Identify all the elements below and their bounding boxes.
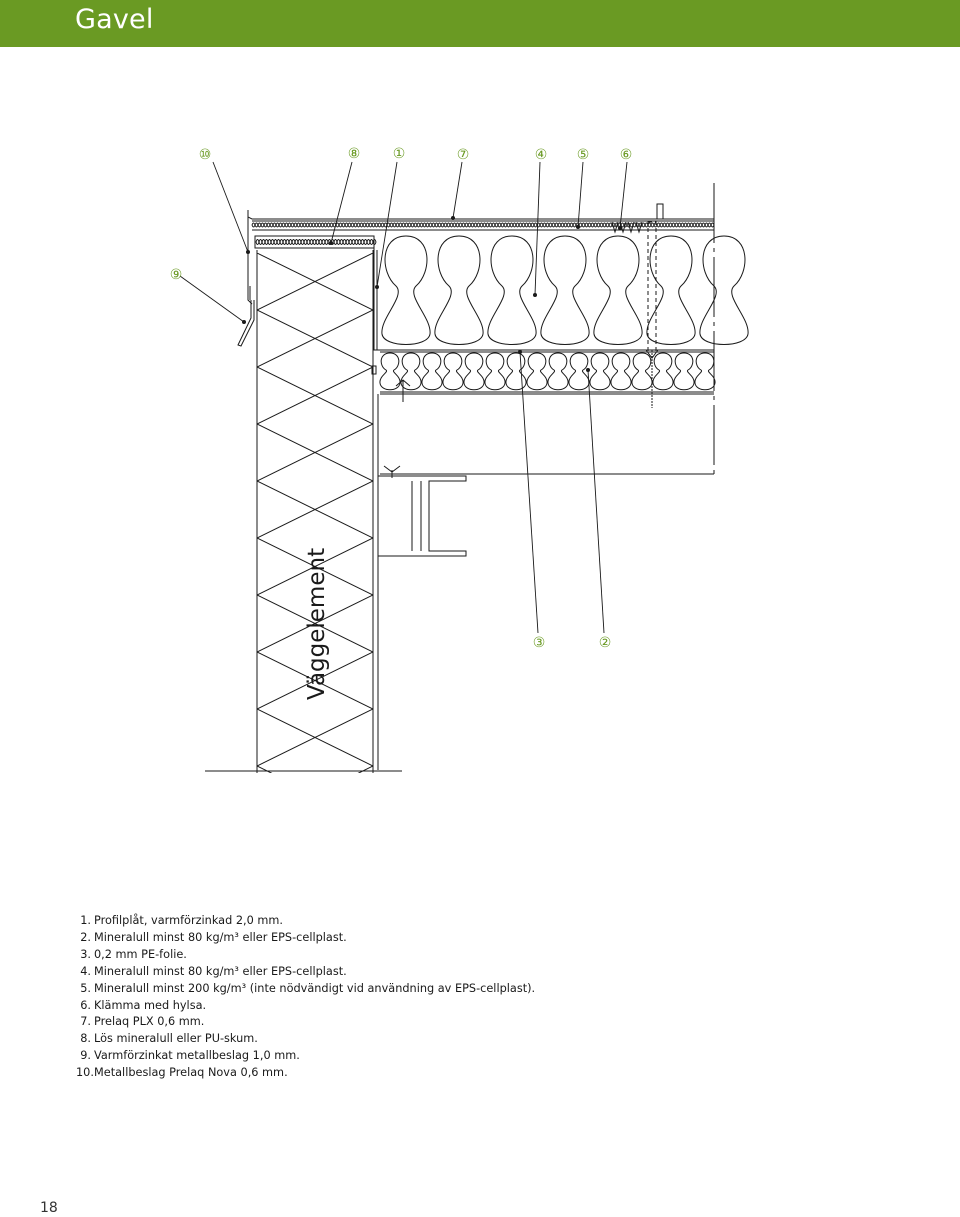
wool-bulb (505, 352, 527, 391)
leader-dots (242, 216, 622, 372)
wool-bulb (526, 352, 548, 391)
legend-item: 3.0,2 mm PE-folie. (80, 947, 187, 961)
wool-bulb (652, 352, 674, 391)
page-header: Gavel (0, 0, 960, 47)
wool-bulb (631, 352, 653, 391)
clamp-teeth (611, 221, 643, 234)
big-wool-insulation (381, 235, 749, 345)
legend-item: 7.Prelaq PLX 0,6 mm. (80, 1015, 205, 1029)
wool-bulb (646, 235, 696, 345)
anchor-mark (383, 465, 401, 478)
legend-item: 10.Metallbeslag Prelaq Nova 0,6 mm. (76, 1066, 288, 1080)
zigzag-hatch (257, 253, 373, 773)
top-sheet-line (247, 210, 714, 220)
technical-drawing: ⑩ ⑧ ① ⑦ ④ ⑤ ⑥ ⑨ ③ ② Väggelement (170, 146, 749, 773)
callout-1: ① (393, 146, 406, 162)
legend-item: 1.Profilplåt, varmförzinkad 2,0 mm. (80, 914, 284, 927)
wool-bulb (699, 235, 749, 345)
wool-bulb (463, 352, 485, 391)
callout-8: ⑧ (348, 146, 361, 162)
legend-item: 8.Lös mineralull eller PU-skum. (80, 1032, 258, 1046)
wool-bulb (547, 352, 569, 391)
legend-item: 6.Klämma med hylsa. (80, 998, 207, 1012)
wool-bulb (568, 352, 590, 391)
wall-label: Väggelement (304, 548, 330, 700)
wool-bulb (434, 235, 484, 345)
wool-bulb (694, 352, 716, 391)
clamp-sleeve (647, 221, 657, 353)
zigzag-hatch (257, 253, 373, 773)
page-title: Gavel (75, 4, 154, 35)
wool-bulb (610, 352, 632, 391)
small-wool-insulation (379, 352, 716, 391)
callout-2: ② (599, 635, 612, 651)
wool-bulb (589, 352, 611, 391)
anchor-mark (395, 379, 411, 402)
sheet-fixing (371, 365, 377, 375)
legend-item: 4.Mineralull minst 80 kg/m³ eller EPS-ce… (80, 964, 347, 978)
callout-5: ⑤ (577, 147, 590, 163)
legend-item: 9.Varmförzinkat metallbeslag 1,0 mm. (80, 1049, 300, 1063)
wool-bulb (381, 235, 431, 345)
wool-bulb (442, 352, 464, 391)
wool-bulb (540, 235, 590, 345)
wool-bulb (379, 352, 401, 391)
legend-item: 2.Mineralull minst 80 kg/m³ eller EPS-ce… (80, 930, 347, 944)
profiled-sheet (373, 248, 714, 351)
callout-4: ④ (535, 147, 548, 163)
leader-lines (179, 161, 628, 634)
wave-hatch (255, 239, 377, 245)
wall-zigzag-insulation (257, 253, 373, 773)
wool-bulb (484, 352, 506, 391)
wool-bulb (400, 352, 422, 391)
page-number: 18 (40, 1200, 58, 1216)
callout-7: ⑦ (457, 147, 470, 163)
i-beam-web (411, 481, 422, 551)
callout-10: ⑩ (199, 147, 212, 163)
clamp-upstand (656, 203, 664, 219)
top-wave-insulation (251, 222, 715, 228)
flashing-9 (237, 300, 255, 347)
callout-9: ⑨ (170, 267, 183, 283)
callout-3: ③ (533, 635, 546, 651)
legend-item: 5.Mineralull minst 200 kg/m³ (inte nödvä… (80, 981, 536, 995)
legend-list: 1.Profilplåt, varmförzinkad 2,0 mm. 2.Mi… (76, 913, 535, 1082)
wool-bulb (421, 352, 443, 391)
wool-bulb (487, 235, 537, 345)
i-beam (378, 475, 467, 557)
wool-bulb (593, 235, 643, 345)
clamp-foot (645, 349, 659, 359)
wool-bulb (673, 352, 695, 391)
loose-wool-band (254, 235, 375, 249)
callout-6: ⑥ (620, 147, 633, 163)
inner-wave-insulation (255, 239, 377, 245)
